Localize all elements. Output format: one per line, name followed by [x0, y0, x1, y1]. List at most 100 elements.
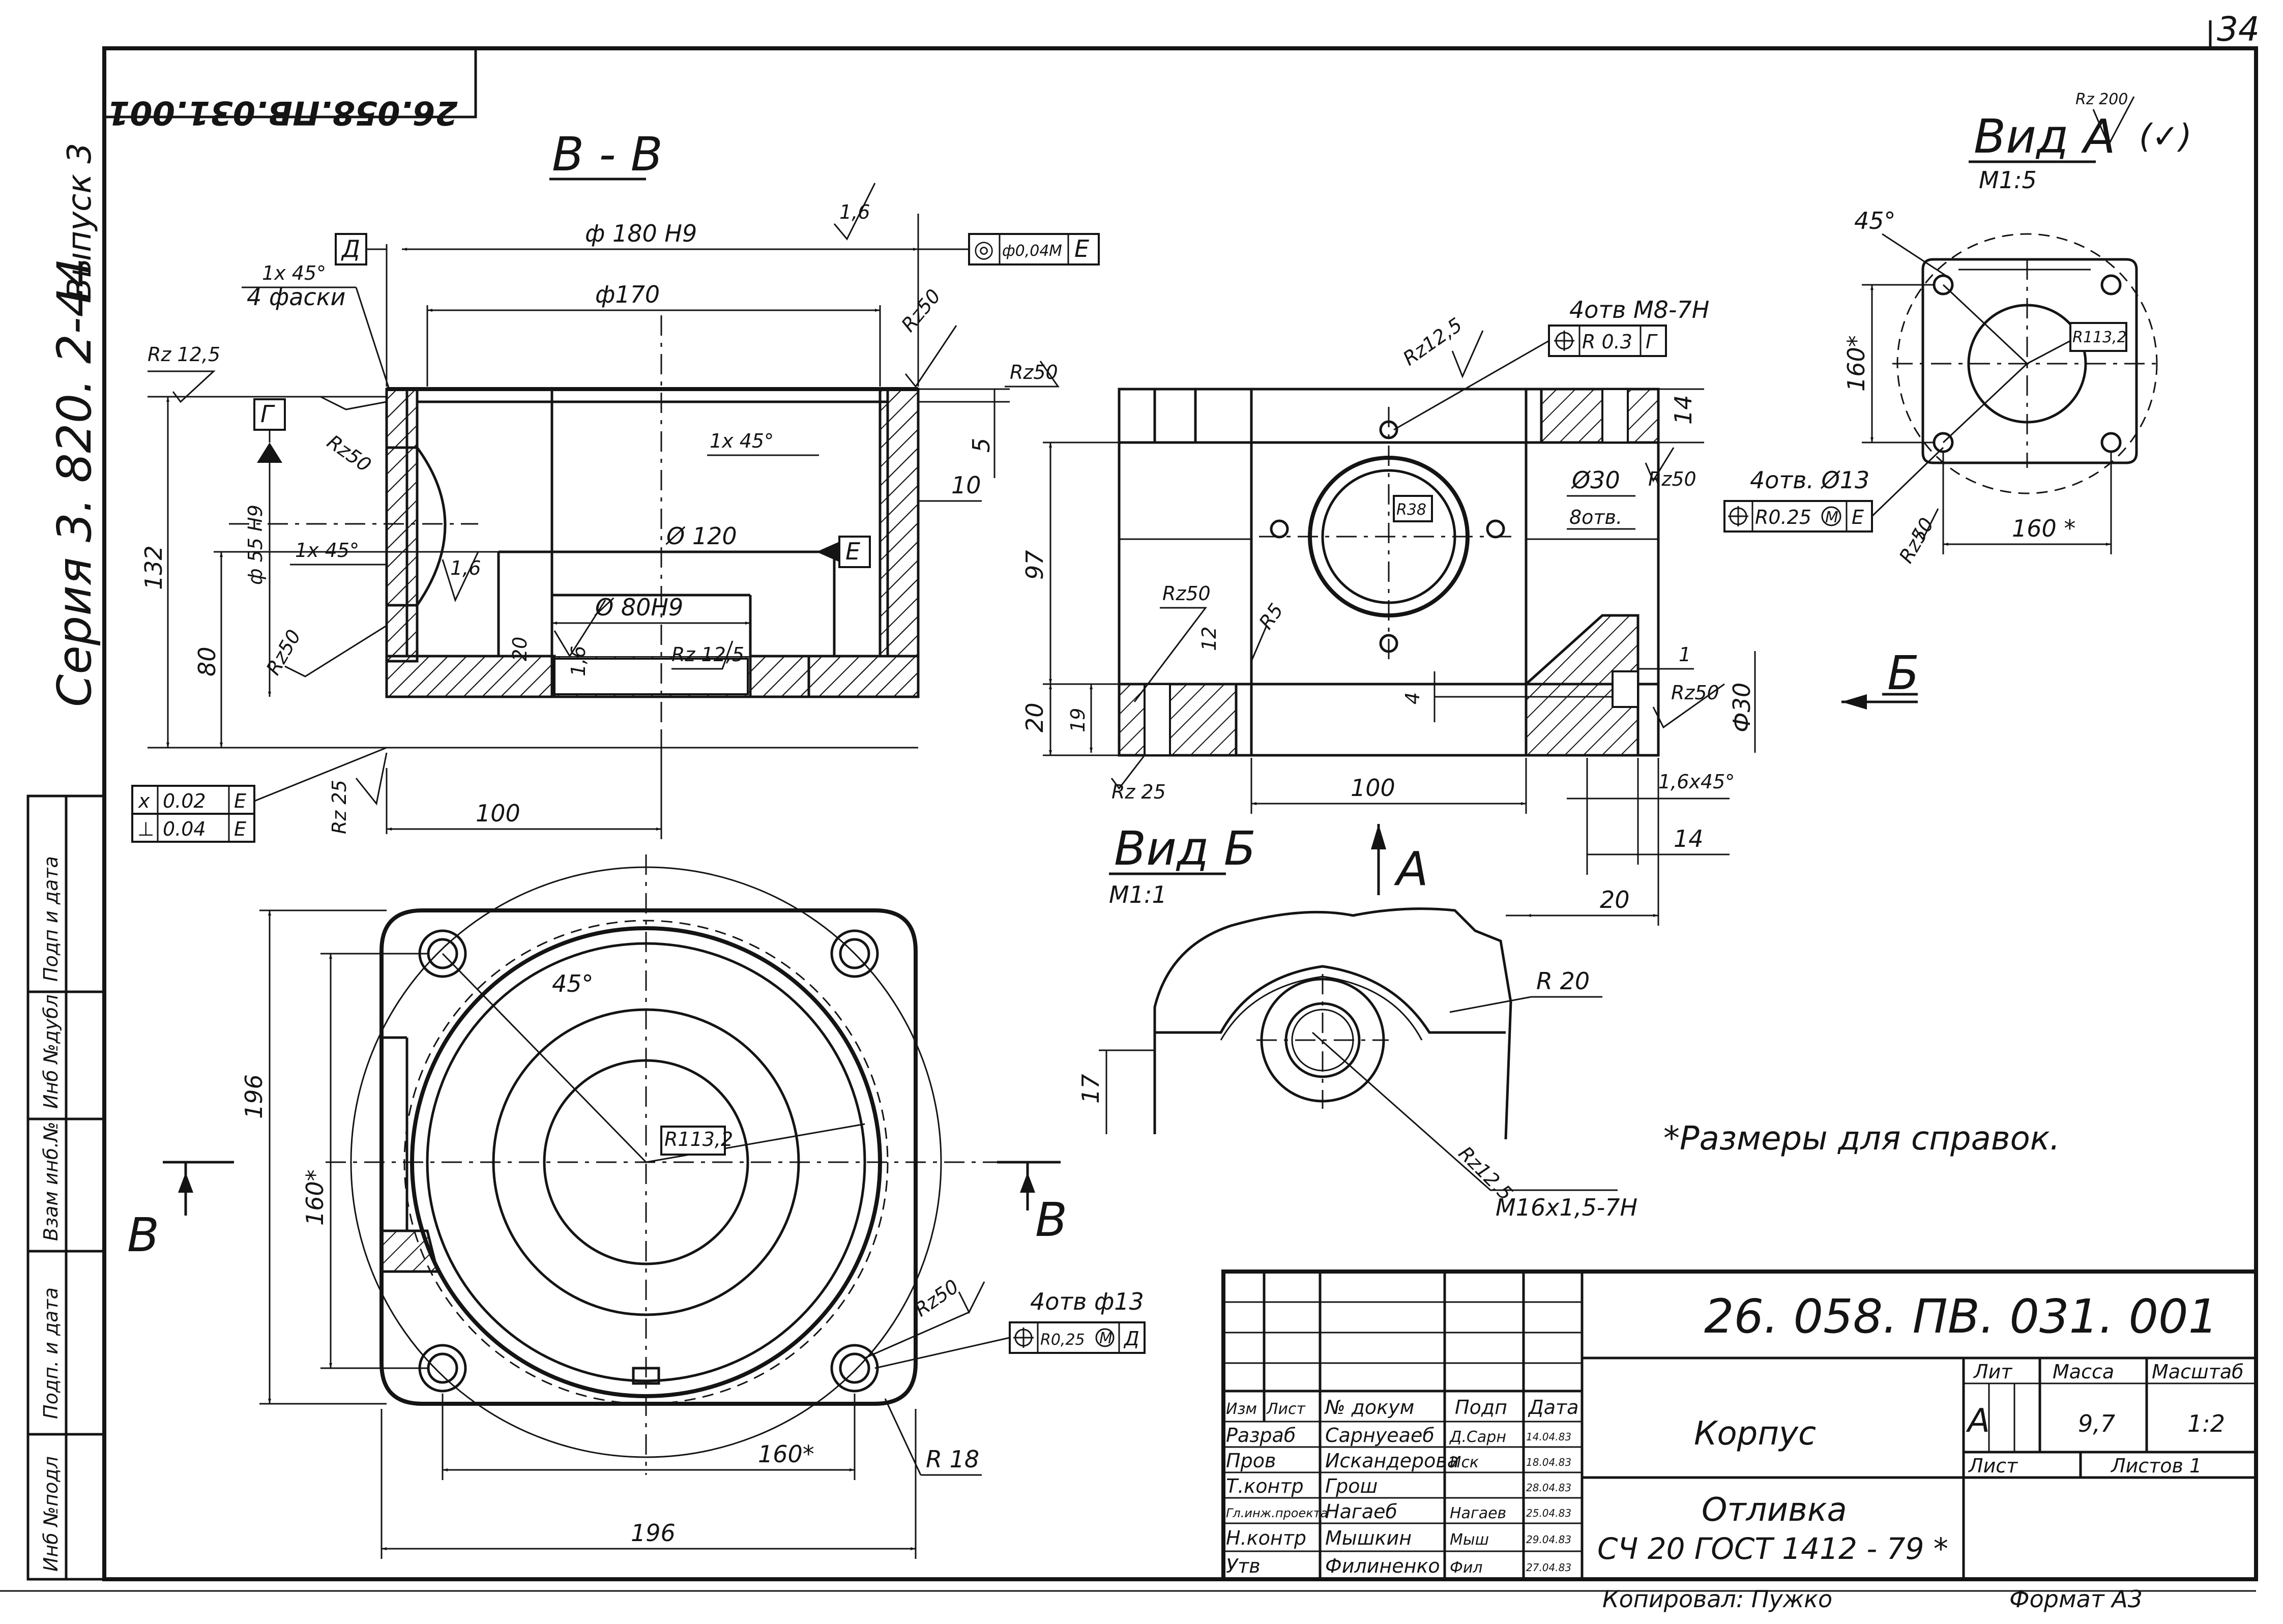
tb-row-date: 27.04.83	[1526, 1561, 1571, 1574]
side-stamp-cell-2: Взам инб.№	[40, 1121, 62, 1241]
side-h14: 14	[1670, 395, 1697, 425]
tb-row-role: Н.контр	[1226, 1527, 1306, 1549]
view-a-w160: 160 *	[2012, 515, 2075, 542]
side-w100: 100	[1351, 774, 1395, 802]
view-a-pos-tol-mod: М	[1825, 509, 1838, 526]
tb-row-name: Искандерова	[1325, 1450, 1459, 1472]
tb-row-name: Сарнуеаеб	[1325, 1424, 1435, 1446]
plan-pos-tol-value: R0,25	[1040, 1331, 1085, 1349]
tb-row-name: Мышкин	[1325, 1527, 1412, 1549]
reference-note: *Размеры для справок.	[1663, 1120, 2060, 1158]
side-stamp-cell-1: Подп. и дата	[40, 1287, 62, 1419]
plan-pos-tol-mod: М	[1099, 1330, 1113, 1347]
side-d30-count: 8отв.	[1569, 506, 1622, 528]
datum-d-label: Д	[341, 235, 360, 262]
plan-h160: 160*	[301, 1169, 329, 1226]
title-mass-value: 9,7	[2078, 1410, 2115, 1437]
dim-h20: 20	[509, 637, 531, 661]
plan-section-mark-l: В	[127, 1208, 159, 1262]
side-rz50-a: Rz50	[1648, 468, 1696, 490]
tb-row: Разраб Сарнуеаеб Д.Сарн 14.04.83	[1226, 1424, 1571, 1446]
plan-angle: 45°	[552, 970, 594, 997]
tb-header-izm: Изм	[1226, 1400, 1257, 1418]
side-pos-tol-datum: Г	[1646, 331, 1658, 353]
tb-row-sign: Д.Сарн	[1449, 1428, 1506, 1446]
title-part-name: Корпус	[1694, 1415, 1816, 1453]
dim-h5: 5	[968, 438, 995, 453]
tb-row-date: 28.04.83	[1526, 1482, 1571, 1494]
dim-d80: Ø 80Н9	[594, 594, 683, 621]
rz50-top: Rz50	[897, 285, 945, 336]
rz25-bb: Rz 25	[328, 780, 350, 834]
plan-h196: 196	[240, 1074, 268, 1119]
tol-parallel: x 0.02 Е	[131, 785, 255, 815]
tb-row-date: 29.04.83	[1526, 1533, 1571, 1546]
plan-section-mark-r: В	[1035, 1193, 1067, 1247]
plan-pos-tol-datum: Д	[1123, 1327, 1139, 1350]
dim-h80: 80	[193, 646, 221, 676]
side-rz25: Rz 25	[1111, 781, 1166, 803]
tb-row-name: Нагаеб	[1325, 1500, 1397, 1523]
issue-label: Выпуск 3	[61, 143, 99, 300]
tol-perp-value: 0.04	[163, 818, 206, 840]
rz125-left: Rz 12,5	[148, 343, 220, 366]
plan-view: 45° R113,2 В В 196 160* 160* 196 R 18	[127, 854, 1146, 1559]
side-w14: 14	[1674, 825, 1704, 852]
tol-concentric: ◎ ф0,04 М Е	[918, 233, 1100, 265]
tb-header-date: Дата	[1528, 1396, 1578, 1419]
side-h97: 97	[1021, 550, 1048, 580]
view-a-title: Вид А	[1974, 109, 2116, 164]
tol-parallel-value: 0.02	[163, 790, 206, 812]
tb-row-name: Грош	[1325, 1475, 1378, 1497]
tb-row: Гл.инж.проекта Нагаеб Нагаев 25.04.83	[1226, 1500, 1571, 1523]
title-lit-label: Лит	[1973, 1361, 2013, 1383]
tol-perp-symbol: ⊥	[137, 818, 154, 840]
dim-d170: ф170	[595, 281, 660, 308]
view-a-h160: 160*	[1842, 335, 1870, 392]
tb-row-date: 25.04.83	[1526, 1507, 1571, 1519]
side-r38: R38	[1396, 501, 1426, 519]
title-sheet-label: Лист	[1968, 1455, 2018, 1477]
rough-16-bottom: 1,6	[567, 646, 590, 676]
mirrored-doc-number: 26.058.ПВ.031.001	[107, 94, 458, 131]
side-pos-tol-value: R 0.3	[1582, 331, 1632, 353]
datum-e-label: Е	[845, 538, 860, 565]
view-a-pos-tol: R0.25 М Е	[1723, 500, 1873, 533]
view-b-thread: М16х1,5-7Н	[1496, 1194, 1637, 1221]
plan-w160: 160*	[758, 1440, 814, 1468]
tb-row-sign: Фил	[1450, 1559, 1483, 1577]
side-d30-right: Ф30	[1728, 683, 1755, 732]
left-margin: Серия 3. 820. 2-44 Выпуск 3	[47, 143, 102, 707]
side-stamp-cell-3: Инб №дубл	[40, 994, 62, 1109]
tb-header-sign: Подп	[1455, 1396, 1507, 1419]
title-doc-number: 26. 058. ПВ. 031. 001	[1704, 1289, 2218, 1344]
side-arrow-b: Б	[1887, 646, 1919, 700]
tb-row-date: 14.04.83	[1526, 1431, 1571, 1443]
side-stamp: Инб №подл Подп. и дата Взам инб.№ Инб №д…	[26, 794, 106, 1581]
title-scale-value: 1:2	[2187, 1410, 2225, 1437]
plan-r18: R 18	[926, 1445, 979, 1473]
view-a: Вид А М1:5 Rz 200 (✓) 45° R113,2 160*	[1723, 91, 2192, 567]
dim-chamfer-in: 1х 45°	[710, 430, 774, 452]
view-b-scale: М1:1	[1109, 881, 1167, 908]
rz125-bottom: Rz 12,5	[671, 643, 744, 666]
copied-by: Копировал: Пужко	[1602, 1585, 1832, 1613]
page-number: 34	[2217, 10, 2260, 49]
tb-row-sign: Мыш	[1450, 1531, 1489, 1549]
side-h4: 4	[1401, 692, 1424, 704]
tb-row-role: Т.контр	[1226, 1475, 1304, 1497]
plan-r1132: R113,2	[664, 1128, 733, 1150]
datum-g-label: Г	[260, 400, 275, 428]
view-a-pos-tol-value: R0.25	[1755, 506, 1811, 528]
tol-concentric-value: ф0,04	[1002, 242, 1049, 260]
rough-16-top: 1,6	[839, 201, 870, 223]
title-mass-label: Масса	[2053, 1361, 2114, 1383]
side-d30-note: Ø30	[1571, 466, 1620, 494]
side-h1: 1	[1679, 643, 1691, 666]
title-lit-value: А	[1966, 1402, 1990, 1440]
view-b: Вид Б М1:1 R 20 17 Rz12,5 М16х1,5-7Н	[1077, 821, 1637, 1221]
tb-row-date: 18.04.83	[1526, 1456, 1571, 1468]
tol-perp: ⊥ 0.04 Е	[131, 813, 255, 843]
